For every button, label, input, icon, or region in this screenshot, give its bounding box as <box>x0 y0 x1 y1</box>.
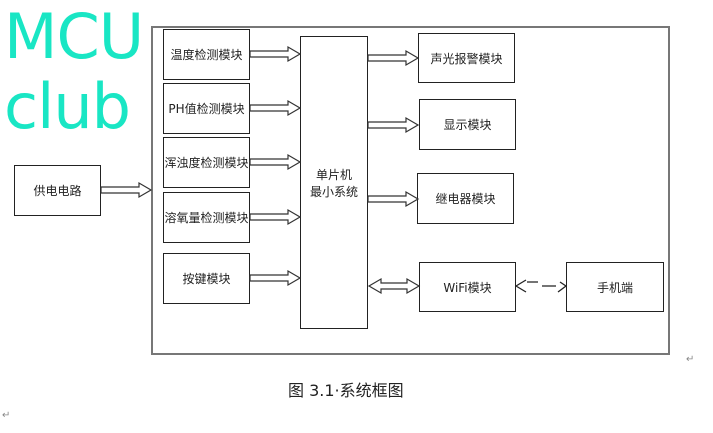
dashed-wireless-link <box>515 279 568 293</box>
arrow-input-to-mcu <box>249 153 302 171</box>
input-box-temperature: 温度检测模块 <box>163 29 250 80</box>
return-mark: ↵ <box>686 354 695 365</box>
power-supply-box: 供电电路 <box>14 165 101 216</box>
output-box-display: 显示模块 <box>419 99 516 150</box>
arrow-input-to-mcu <box>249 99 302 117</box>
return-mark: ↵ <box>2 410 11 421</box>
arrow-input-to-mcu <box>249 269 302 287</box>
wifi-box: WiFi模块 <box>419 262 516 312</box>
arrow-mcu-to-output <box>367 116 420 134</box>
mcu-label-line1: 单片机 <box>315 167 352 182</box>
arrow-mcu-to-output <box>367 49 420 67</box>
mcu-box: 单片机 最小系统 <box>300 36 368 329</box>
arrow-input-to-mcu <box>249 45 302 63</box>
arrow-input-to-mcu <box>249 208 302 226</box>
phone-box: 手机端 <box>566 262 664 312</box>
input-box-ph: PH值检测模块 <box>163 83 250 134</box>
system-frame <box>151 26 670 355</box>
arrow-power-to-system <box>100 181 153 199</box>
output-box-alarm: 声光报警模块 <box>418 33 515 83</box>
figure-caption: 图 3.1·系统框图 <box>288 381 404 400</box>
input-box-keys: 按键模块 <box>163 253 250 304</box>
arrow-mcu-wifi-bidirectional <box>367 277 421 295</box>
mcu-label-line2: 最小系统 <box>309 184 358 199</box>
arrow-mcu-to-output <box>367 190 420 208</box>
output-box-relay: 继电器模块 <box>417 173 514 224</box>
